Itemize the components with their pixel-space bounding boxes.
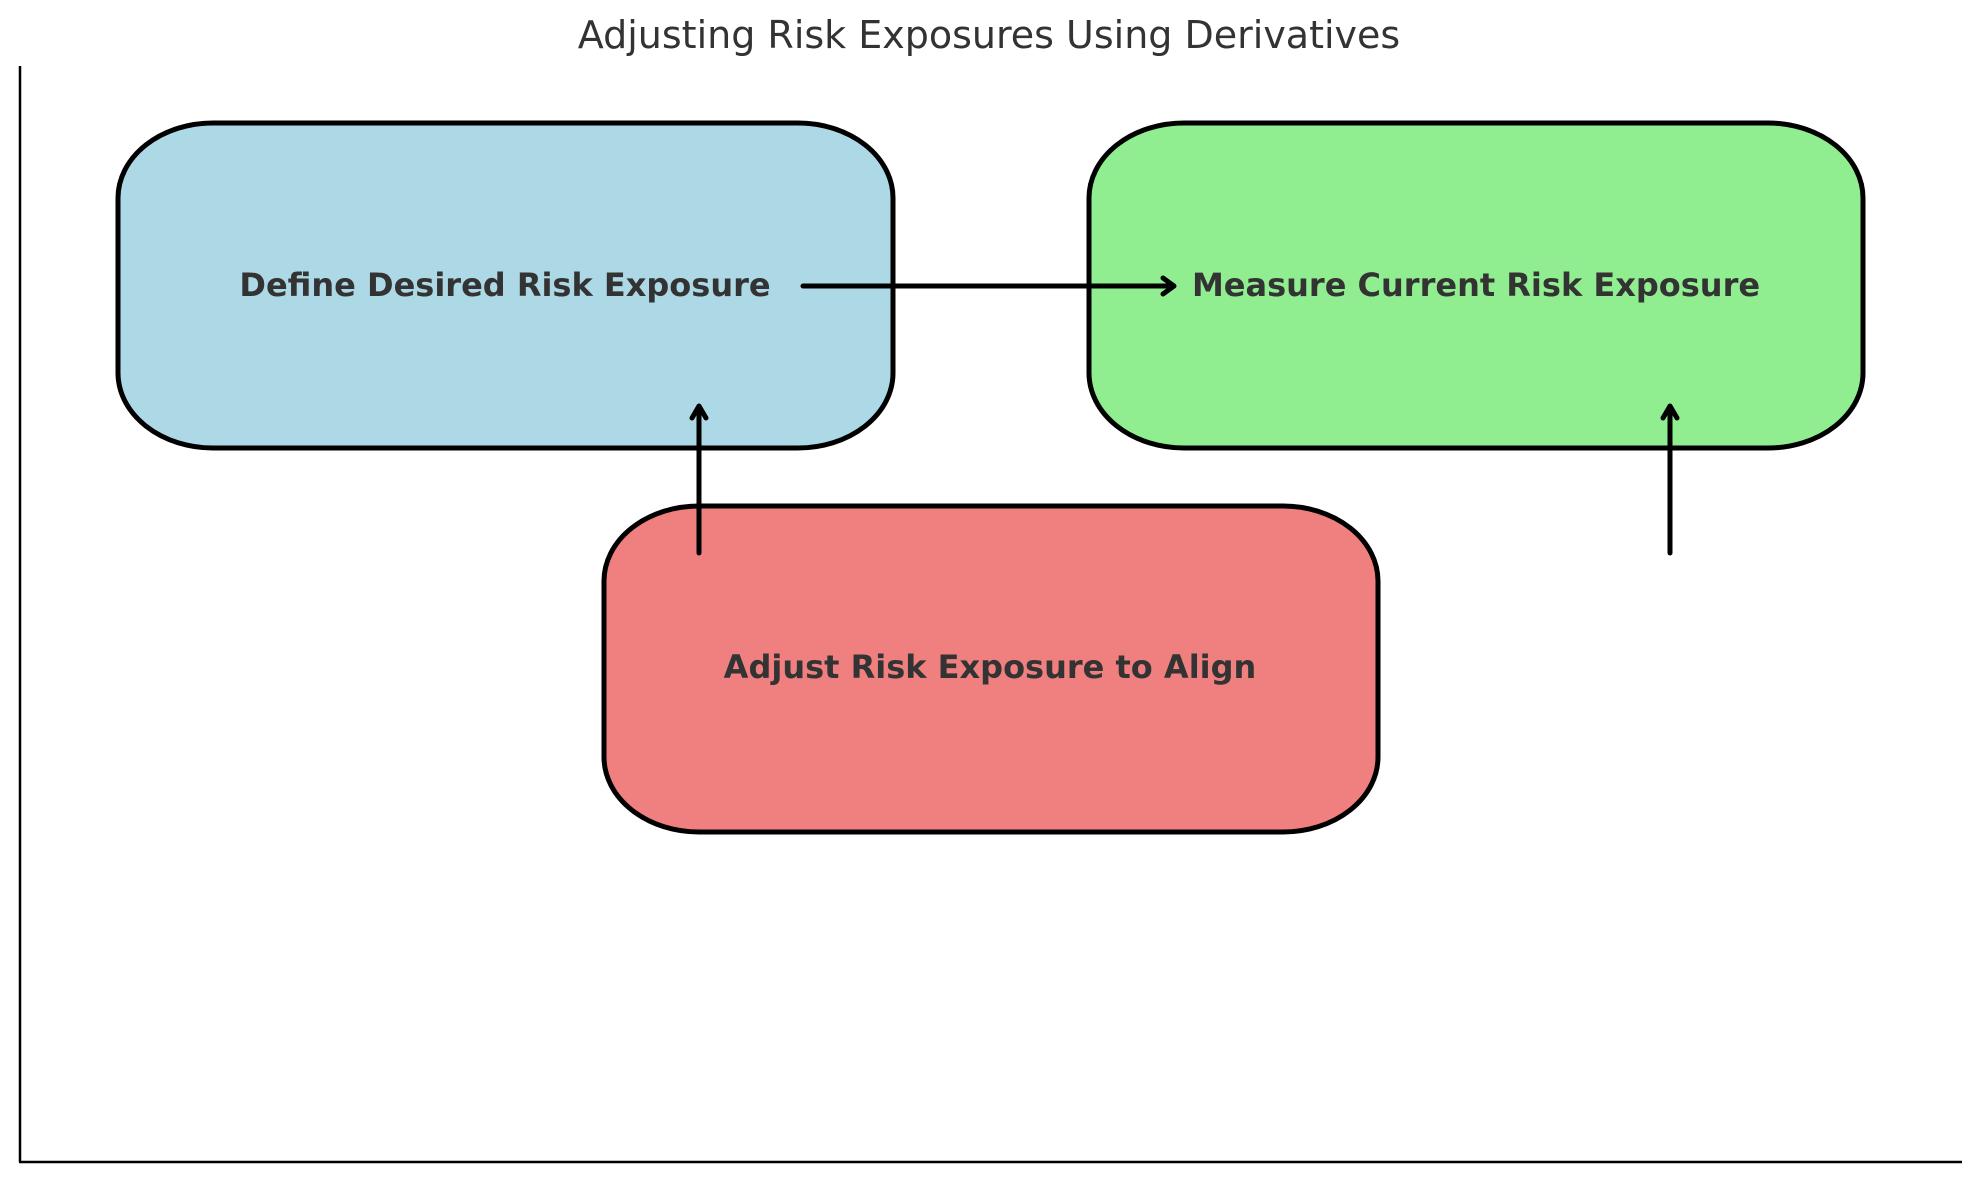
node-adjust-box (601, 503, 1381, 835)
node-adjust-risk-exposure-to-align[interactable]: Adjust Risk Exposure to Align (601, 503, 1381, 835)
edge-define-to-measure-arrowhead (1160, 275, 1177, 297)
diagram-title: Adjusting Risk Exposures Using Derivativ… (578, 13, 1400, 57)
node-measure-current-risk-exposure[interactable]: Measure Current Risk Exposure (1086, 120, 1866, 451)
node-define-label: Define Desired Risk Exposure (239, 266, 770, 304)
node-adjust-label: Adjust Risk Exposure to Align (724, 648, 1257, 686)
edge-adjust-to-measure-arrowhead (1660, 403, 1680, 421)
edge-adjust-to-define (689, 403, 709, 556)
node-define-desired-risk-exposure[interactable]: Define Desired Risk Exposure (115, 120, 896, 451)
edge-adjust-to-define-arrowhead (689, 403, 709, 421)
node-measure-label: Measure Current Risk Exposure (1192, 266, 1760, 304)
edge-adjust-to-measure (1660, 403, 1680, 556)
edge-define-to-measure (800, 275, 1177, 297)
